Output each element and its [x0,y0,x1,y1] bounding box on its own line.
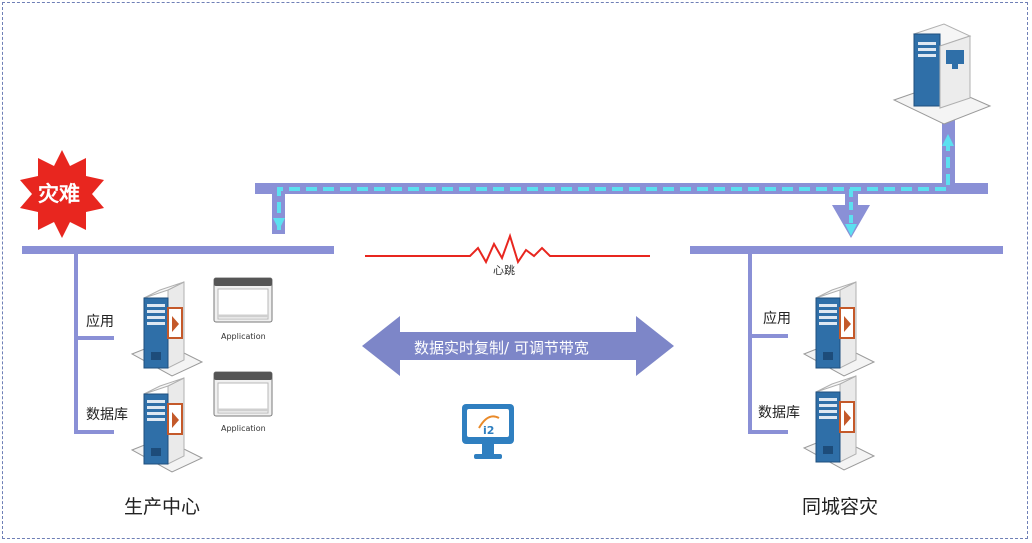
dr-app-server-icon [803,281,875,377]
dr-db-server-icon [803,375,875,471]
application-window-label-2: Application [221,424,266,433]
production-db-label: 数据库 [86,407,128,423]
production-app-label: 应用 [86,314,114,330]
top-computer-drop [942,120,955,188]
application-window-label-1: Application [221,332,266,341]
application-window-icon [212,370,274,418]
dr-app-label: 应用 [763,311,791,327]
replication-dashed-path [277,136,950,230]
i2-monitor-icon: i2 [462,404,514,459]
production-app-server-icon [131,281,203,377]
dr-lan-bus [690,246,1003,254]
svg-text:i2: i2 [483,424,494,437]
heartbeat-wave-icon [365,232,650,265]
heartbeat-label: 心跳 [493,264,515,277]
dr-center-title: 同城容灾 [802,496,879,518]
computer-icon [892,23,992,125]
double-arrow-icon [362,316,674,376]
production-lan-bus [22,246,334,254]
production-db-server-icon [131,377,203,473]
production-center-title: 生产中心 [124,496,201,518]
dr-db-label: 数据库 [758,405,800,421]
starburst-icon [20,150,104,238]
disaster-label: 灾难 [38,182,80,206]
application-window-icon [212,276,274,324]
replication-label: 数据实时复制/ 可调节带宽 [414,339,589,357]
